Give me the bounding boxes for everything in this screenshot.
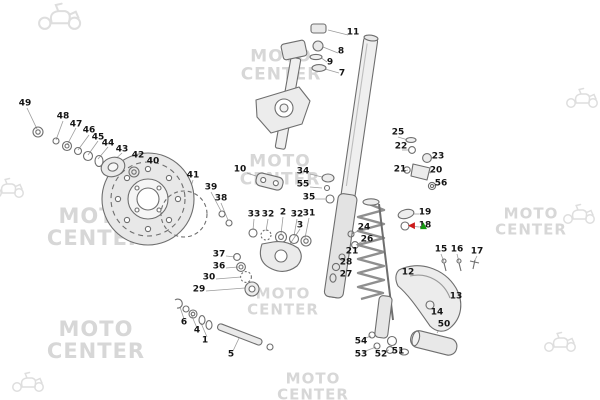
part-number-label: 33 [247,209,261,220]
part-number-label: 46 [82,125,96,136]
part-number-label: 7 [338,68,346,79]
ring-39 [218,210,226,218]
part-14-bush [425,300,435,310]
part-number-label: 12 [401,267,415,278]
tube-clamp-parts [321,173,335,204]
red-arrow-marker: ◀ [408,221,415,231]
headset-parts [397,208,415,231]
bearing-row [248,228,312,247]
part-number-label: 15 [434,244,448,255]
steering-stem [255,39,311,150]
part-number-label: 24 [357,222,371,233]
part-number-label: 36 [212,261,226,272]
part-number-label: 25 [391,127,405,138]
part-number-label: 47 [69,119,83,130]
part-number-label: 49 [18,98,32,109]
brake-disc [101,152,208,246]
part-number-label: 52 [374,349,388,360]
hub-and-washers [32,126,140,178]
part-number-label: 29 [192,284,206,295]
part-number-label: 48 [56,111,70,122]
part-number-label: 37 [212,249,226,260]
fork-tube [323,34,379,299]
axle-parts [174,298,274,351]
part-number-label: 3 [296,220,304,231]
part-number-label: 54 [354,336,368,347]
part-number-label: 30 [202,272,216,283]
part-number-label: 32 [261,209,275,220]
part-number-label: 1 [201,335,209,346]
part-number-label: 39 [204,182,218,193]
shock-absorber [374,203,398,347]
screws-15-16-17 [441,258,480,272]
part-number-label: 45 [91,132,105,143]
part-number-label: 21 [393,164,407,175]
part-number-label: 22 [394,141,408,152]
part-number-label: 21 [345,246,359,257]
part-number-label: 40 [146,156,160,167]
part-number-label: 14 [430,307,444,318]
part-number-label: 18 [418,220,432,231]
green-triangle-marker: ▲ [420,221,427,231]
part-number-label: 8 [337,46,345,57]
part-number-label: 16 [450,244,464,255]
speedo-drive-parts [233,253,260,297]
part-number-label: 32 [290,209,304,220]
part-number-label: 6 [180,317,188,328]
part-number-label: 43 [115,144,129,155]
part-number-label: 13 [449,291,463,302]
part-number-label: 11 [346,27,360,38]
part-number-label: 56 [434,178,448,189]
part-number-label: 20 [429,165,443,176]
part-number-label: 38 [214,193,228,204]
part-number-label: 31 [302,208,316,219]
steering-head-parts [309,23,327,72]
part-number-label: 35 [302,192,316,203]
part-number-label: 28 [339,257,353,268]
part-number-label: 34 [296,166,310,177]
part-number-label: 50 [437,319,451,330]
part-number-label: 2 [279,207,287,218]
front-fender [395,265,462,332]
part-number-label: 23 [431,151,445,162]
lower-mount-parts [368,330,458,356]
part-number-label: 5 [227,349,235,360]
part-number-label: 10 [233,164,247,175]
shock-small-parts [329,230,359,283]
bracket-10 [255,172,284,191]
part-number-label: 19 [418,207,432,218]
part-number-label: 53 [354,349,368,360]
part-number-label: 44 [101,138,115,149]
part-number-label: 9 [326,57,334,68]
knuckle-bore [274,249,288,263]
part-number-label: 26 [360,234,374,245]
part-number-label: 4 [193,325,201,336]
part-number-label: 41 [186,170,200,181]
part-number-label: 55 [296,179,310,190]
part-number-label: 51 [391,346,405,357]
part-number-label: 17 [470,246,484,257]
spring-seat [362,198,380,206]
part-number-label: 42 [131,150,145,161]
part-number-label: 27 [339,269,353,280]
ring-38 [225,219,233,227]
upper-mount-parts [403,137,437,191]
